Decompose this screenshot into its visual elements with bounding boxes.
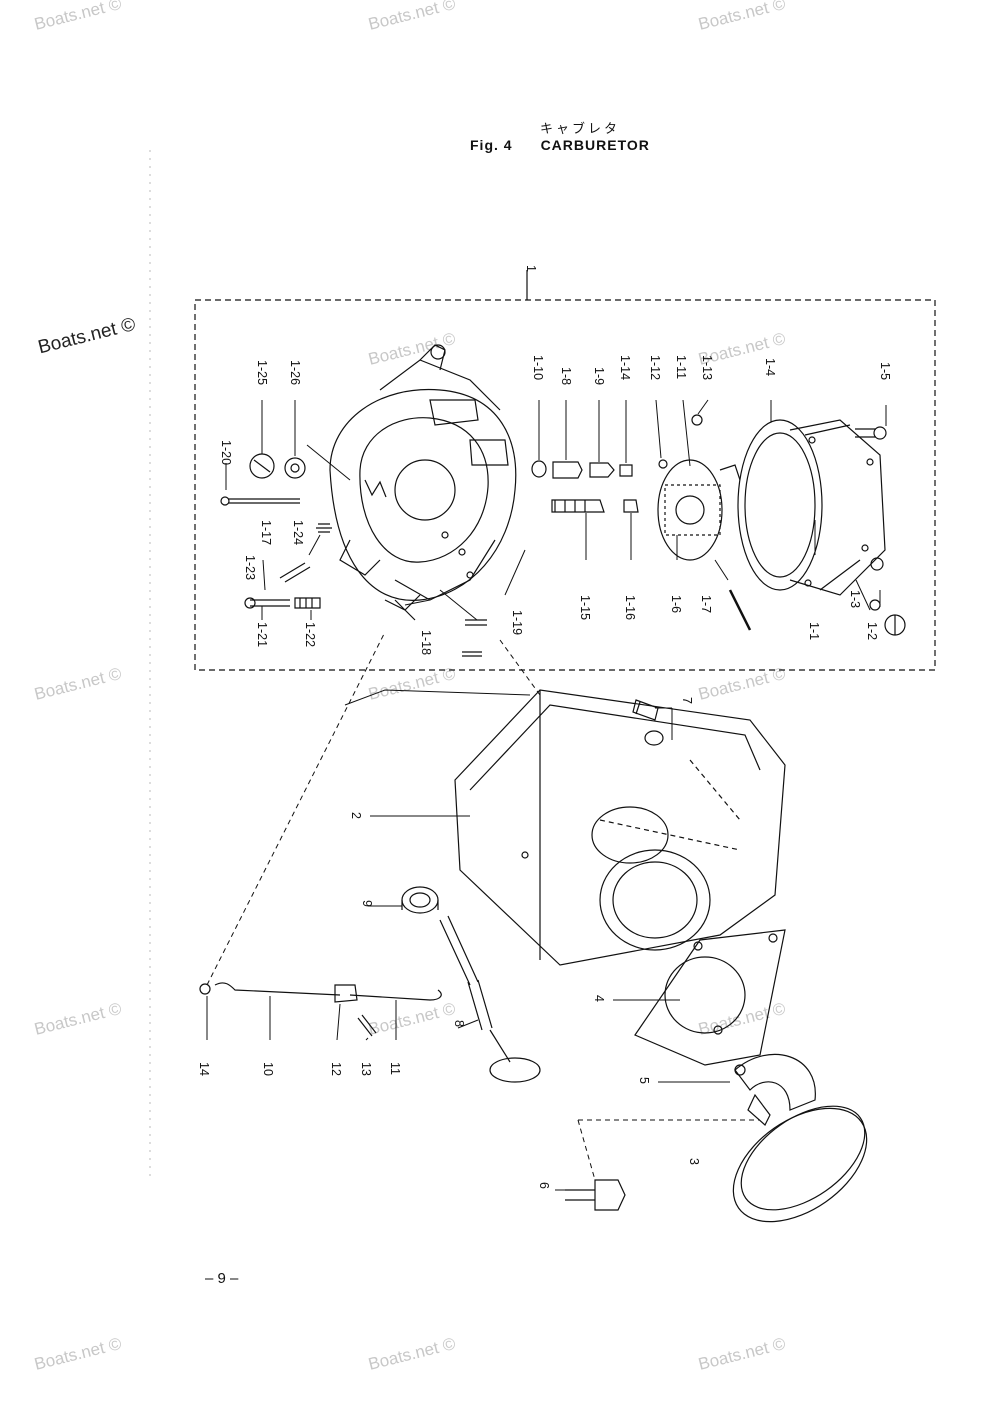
- assembly-group-box: [194, 299, 936, 671]
- figure-name: CARBURETOR: [540, 137, 650, 153]
- label-1-26: 1-26: [288, 360, 302, 385]
- label-1-18: 1-18: [419, 630, 433, 655]
- watermark: Boats.net ©: [366, 0, 457, 34]
- part-labels: 1 1-25 1-26 1-20 1-17 1-24 1-23 1-21 1-2…: [197, 265, 892, 1189]
- leader-lines: [206, 399, 887, 1191]
- label-1-11: 1-11: [674, 355, 688, 379]
- choke-shaft-8: [439, 915, 541, 1083]
- label-11: 11: [388, 1062, 402, 1075]
- choke-rubber-9: [401, 886, 439, 914]
- watermark-layer: Boats.net © Boats.net © Boats.net © Boat…: [32, 0, 787, 1374]
- float: [657, 459, 752, 631]
- watermark: Boats.net ©: [366, 1334, 457, 1374]
- label-1-1: 1-1: [807, 622, 821, 640]
- label-1-5: 1-5: [878, 362, 892, 380]
- label-2: 2: [349, 812, 363, 819]
- label-1-14: 1-14: [618, 355, 632, 380]
- filter-cover: [732, 1105, 868, 1223]
- float-chamber: [737, 419, 886, 596]
- gasket: [634, 929, 786, 1066]
- label-7: 7: [680, 697, 694, 704]
- label-14: 14: [197, 1062, 211, 1076]
- label-1-20: 1-20: [219, 440, 233, 465]
- label-1-19: 1-19: [510, 610, 524, 635]
- watermark: Boats.net ©: [696, 1334, 787, 1374]
- label-1-22: 1-22: [303, 622, 317, 647]
- label-9: 9: [360, 900, 374, 907]
- bolt-6: [565, 1179, 626, 1211]
- label-1-23: 1-23: [243, 555, 257, 580]
- label-10: 10: [261, 1062, 275, 1076]
- choke-rod: [199, 982, 442, 1037]
- small-fasteners: [220, 453, 487, 657]
- label-1-12: 1-12: [648, 355, 662, 380]
- watermark: Boats.net ©: [32, 664, 123, 704]
- label-1-25: 1-25: [255, 360, 269, 385]
- label-1-13: 1-13: [700, 355, 714, 380]
- label-1-24: 1-24: [291, 520, 305, 545]
- label-1-16: 1-16: [623, 595, 637, 620]
- screw-7: [632, 699, 664, 746]
- watermark: Boats.net ©: [32, 999, 123, 1039]
- air-intake-box: [454, 689, 786, 966]
- page-number: – 9 –: [205, 1270, 239, 1287]
- label-1-10: 1-10: [531, 355, 545, 380]
- watermark: Boats.net ©: [366, 999, 457, 1039]
- label-1-4: 1-4: [763, 358, 777, 376]
- watermark: Boats.net ©: [696, 0, 787, 34]
- jet-parts: [531, 414, 906, 636]
- label-1-21: 1-21: [255, 622, 269, 647]
- label-1-9: 1-9: [592, 367, 606, 385]
- label-1-15: 1-15: [578, 595, 592, 620]
- label-4: 4: [592, 995, 606, 1002]
- label-1-7: 1-7: [699, 595, 713, 613]
- label-1-17: 1-17: [259, 520, 273, 545]
- label-6: 6: [537, 1182, 551, 1189]
- cover-bracket: [734, 1053, 816, 1126]
- label-5: 5: [637, 1077, 651, 1084]
- title-japanese: キャブレタ: [539, 122, 620, 137]
- label-1-2: 1-2: [865, 622, 879, 640]
- watermark: Boats.net ©: [32, 1334, 123, 1374]
- figure-title: Fig. 4 CARBURETOR: [470, 137, 650, 153]
- figure-number: Fig. 4: [470, 137, 513, 153]
- label-8: 8: [452, 1020, 466, 1027]
- label-1-3: 1-3: [848, 590, 862, 608]
- label-3: 3: [687, 1158, 701, 1165]
- watermark: Boats.net ©: [32, 0, 123, 34]
- label-13: 13: [359, 1062, 373, 1076]
- label-1-6: 1-6: [669, 595, 683, 613]
- carburetor-body: [329, 344, 517, 621]
- label-1: 1: [524, 265, 538, 272]
- label-12: 12: [329, 1062, 343, 1076]
- label-1-8: 1-8: [559, 367, 573, 385]
